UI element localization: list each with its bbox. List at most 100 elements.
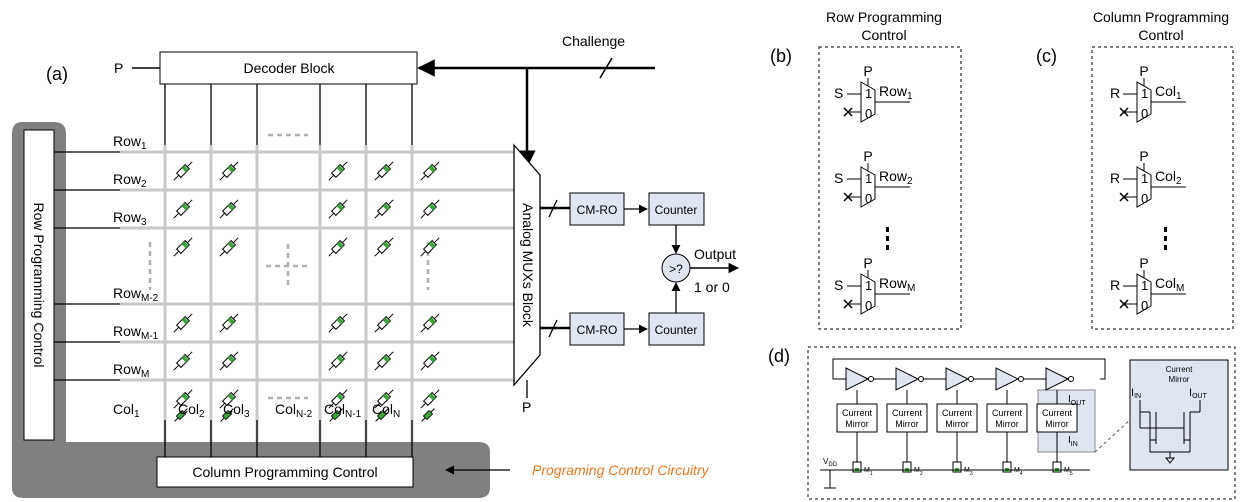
mux-output-label: Row1 [879,83,913,102]
column-label-5: ColN-1 [324,401,362,420]
analog-mux-block [513,143,541,387]
panel-c-vertical-dots [1164,227,1167,250]
mux-input-one: 1 [865,171,872,186]
mux-select-label: P [1139,255,1148,271]
analog-mux-label: Analog MUXs Block [520,203,536,328]
panel-c-label: (c) [1036,46,1057,66]
memristor-cell [174,408,188,422]
memristor-cell [328,161,348,181]
memristor-cell [220,408,234,422]
panel-c-frame [1091,46,1234,330]
challenge-label: Challenge [562,33,625,49]
memristor-cell [420,199,440,219]
memristor-cell [374,351,394,371]
mux-input-label: R [1110,277,1120,293]
memristor-cell [219,161,239,181]
memristor-cell [374,199,394,219]
panel-d: (d) CurrentMirrorM1CurrentMirrorM2Curren… [768,346,1236,500]
counter-bottom-label: Counter [655,323,698,337]
row-label-5: RowM-1 [113,323,159,342]
mux-1: P 1 0 R Col1 [1110,63,1186,123]
detail-title-line1: Current [1166,365,1193,374]
mux-select-label: P [1139,63,1148,79]
stage5-iin-label: IIN [1068,435,1078,448]
mux-input-zero: 0 [865,191,872,206]
memristor-cell [328,351,348,371]
cmro-top-label: CM-RO [577,203,618,217]
transistor-label-5: M5 [1064,467,1073,477]
memristor-cell [420,161,440,181]
panel-b-label: (b) [770,46,792,66]
detail-title-line2: Mirror [1169,375,1190,384]
mux-input-label: R [1110,85,1120,101]
transistor-label-3: M3 [964,467,973,477]
current-mirror-label: Mirror [895,419,919,429]
row-programming-control-box [23,129,55,441]
mux-input-zero: 0 [865,106,872,121]
decoder-block-label: Decoder Block [243,60,335,76]
row-label-4: RowM-2 [113,285,159,304]
memristor-cell [173,199,193,219]
detail-iout: IOUT [1189,387,1208,400]
memristor-cell [173,389,193,409]
memristor-cell [219,237,239,257]
mux-output-label: Col1 [1155,83,1182,102]
output-value: 1 or 0 [694,279,730,295]
mux-output-label: Row2 [879,168,913,187]
comparator-label: >? [669,262,683,276]
mux-input-zero: 0 [1141,298,1148,313]
counter-top-label: Counter [655,203,698,217]
cmro-top [569,192,625,226]
row-label-6: RowM [113,361,149,380]
ro-stage-3: CurrentMirrorM3 [936,367,996,477]
memristor-cell [173,351,193,371]
mux-input-one: 1 [865,86,872,101]
mux-select-label: P [863,63,872,79]
panel-b-title-line2: Control [861,27,906,43]
mux-input-zero: 0 [1141,106,1148,121]
decoder-block [159,51,418,85]
ro-stage-4: CurrentMirrorM4 [986,367,1046,477]
current-mirror-label: Current [1042,408,1073,418]
mux-input-one: 1 [1141,171,1148,186]
mux-input-one: 1 [1141,278,1148,293]
mux-p-label: P [522,399,531,415]
column-label-2: Col2 [178,401,205,420]
column-label-6: ColN [372,401,400,420]
decoder-p-label: P [114,60,123,76]
memristor-cell [219,313,239,333]
mux-input-one: 1 [1141,86,1148,101]
ellipsis-marks [148,133,430,400]
memristor-cell [420,389,440,409]
ro-stage-5: CurrentMirrorM5 [1036,367,1078,477]
current-mirror-label: Current [842,408,873,418]
memristor-cell [328,313,348,333]
column-label-1: Col1 [113,401,140,420]
column-label-3: Col3 [223,401,250,420]
stage5-iout-label: IOUT [1068,394,1086,407]
memristor-cell [374,161,394,181]
row-label-2: Row2 [113,171,147,190]
mux-select-label: P [863,148,872,164]
current-mirror-label: Current [992,408,1023,418]
mux-input-zero: 0 [865,298,872,313]
programming-control-note: Programing Control Circuitry [532,462,710,478]
memristor-cell [420,313,440,333]
current-mirror-label: Mirror [1045,419,1069,429]
ring-oscillator-stages: CurrentMirrorM1CurrentMirrorM2CurrentMir… [836,367,1086,477]
current-mirror-label: Mirror [945,419,969,429]
cmro-bottom-label: CM-RO [577,323,618,337]
current-mirror-label: Mirror [995,419,1019,429]
memristor-cell [421,408,435,422]
column-programming-control-label: Column Programming Control [192,464,377,480]
cmro-bottom [569,312,625,346]
mux-input-label: S [834,170,843,186]
mux-output-label: Col2 [1155,168,1182,187]
memristor-cell [219,389,239,409]
